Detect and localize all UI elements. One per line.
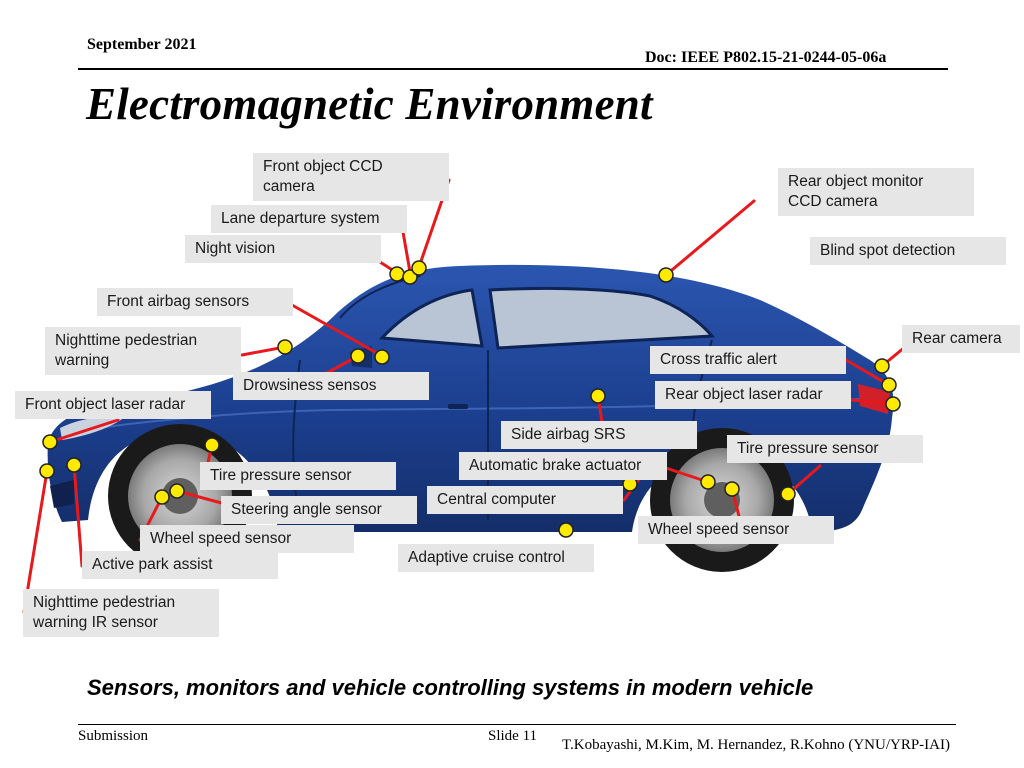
label-cruise: Adaptive cruise control	[398, 544, 594, 572]
sensor-dot-steering	[169, 483, 185, 499]
label-ped-ir: Nighttime pedestrian warning IR sensor	[23, 589, 219, 637]
sensor-dot-front-laser	[42, 434, 58, 450]
label-rear-ccd: Rear object monitor CCD camera	[778, 168, 974, 216]
tail-light	[858, 384, 890, 414]
door-handle-front	[448, 404, 468, 409]
sensor-dot-tire-front	[204, 437, 220, 453]
label-front-ccd-camera: Front object CCD camera	[253, 153, 449, 201]
leader-lines	[22, 178, 907, 614]
label-night-vision: Night vision	[185, 235, 381, 263]
front-window	[378, 288, 484, 348]
sensor-dot-wheel-rear	[724, 481, 740, 497]
label-lane-departure: Lane departure system	[211, 205, 407, 233]
label-central: Central computer	[427, 486, 623, 514]
sensor-dot-ped-ir	[39, 463, 55, 479]
leader-park-assist	[72, 463, 84, 568]
leader-rear-ccd	[664, 199, 756, 277]
page-title: Electromagnetic Environment	[86, 79, 653, 129]
leader-ped-ir	[22, 469, 49, 614]
label-ped-warning-line1: Nighttime pedestrian	[55, 332, 198, 349]
sensor-dot-ped-warning	[277, 339, 293, 355]
footer-slide-number: Slide 11	[488, 728, 538, 744]
label-blind-spot: Blind spot detection	[810, 237, 1006, 265]
header-date: September 2021	[87, 36, 197, 53]
sensor-dot-wheel-front	[154, 489, 170, 505]
label-wheel-front: Wheel speed sensor	[140, 525, 354, 553]
sensor-dot-front-airbag	[374, 349, 390, 365]
label-ped-ir-line1: Nighttime pedestrian	[33, 594, 176, 611]
label-tire-rear: Tire pressure sensor	[727, 435, 923, 463]
sensor-dot-brake	[700, 474, 716, 490]
footer-submission: Submission	[78, 728, 149, 744]
sensor-dot-cross-traffic	[881, 377, 897, 393]
label-ped-warning: Nighttime pedestrian warning	[45, 327, 241, 375]
label-ped-warning-line2: warning	[55, 352, 110, 369]
label-front-ccd-line1: Front object CCD	[263, 158, 383, 175]
sensor-dot-park-assist	[66, 457, 82, 473]
header-rule	[78, 68, 948, 70]
label-ped-ir-line2: warning IR sensor	[33, 614, 158, 631]
label-tire-front: Tire pressure sensor	[200, 462, 396, 490]
rear-window	[488, 286, 716, 350]
label-front-laser: Front object laser radar	[15, 391, 211, 419]
sensor-dot-cruise	[558, 522, 574, 538]
leader-front-laser	[48, 418, 120, 444]
front-bumper-vent	[50, 480, 74, 508]
sensor-dot-rear-laser	[885, 396, 901, 412]
leader-lane-departure	[401, 230, 412, 274]
label-front-ccd-line2: camera	[263, 178, 315, 195]
label-rear-ccd-line1: Rear object monitor	[788, 173, 924, 190]
label-wheel-rear: Wheel speed sensor	[638, 516, 834, 544]
leader-cross-traffic	[844, 358, 891, 387]
label-side-airbag: Side airbag SRS	[501, 421, 697, 449]
sensor-dot-front-ccd	[411, 260, 427, 276]
sensor-dot-night-vision	[389, 266, 405, 282]
label-brake: Automatic brake actuator	[459, 452, 667, 480]
label-drowsiness: Drowsiness sensos	[233, 372, 429, 400]
label-rear-laser: Rear object laser radar	[655, 381, 851, 409]
sensor-dot-tire-rear	[780, 486, 796, 502]
sensor-dot-rear-ccd	[658, 267, 674, 283]
diagram-caption: Sensors, monitors and vehicle controllin…	[87, 675, 814, 700]
sensor-dot-rear-camera	[874, 358, 890, 374]
label-park-assist: Active park assist	[82, 551, 278, 579]
footer-rule	[78, 724, 956, 725]
sensor-dot-side-airbag	[590, 388, 606, 404]
header-doc-id: Doc: IEEE P802.15-21-0244-05-06a	[645, 49, 887, 66]
label-rear-ccd-line2: CCD camera	[788, 193, 878, 210]
leader-front-airbag	[290, 303, 384, 358]
sensor-dot-lane-departure	[402, 269, 418, 285]
sensor-dot-drowsiness	[350, 348, 366, 364]
label-front-airbag: Front airbag sensors	[97, 288, 293, 316]
footer-authors: T.Kobayashi, M.Kim, M. Hernandez, R.Kohn…	[562, 737, 950, 753]
label-steering: Steering angle sensor	[221, 496, 417, 524]
label-cross-traffic: Cross traffic alert	[650, 346, 846, 374]
label-rear-camera: Rear camera	[902, 325, 1020, 353]
